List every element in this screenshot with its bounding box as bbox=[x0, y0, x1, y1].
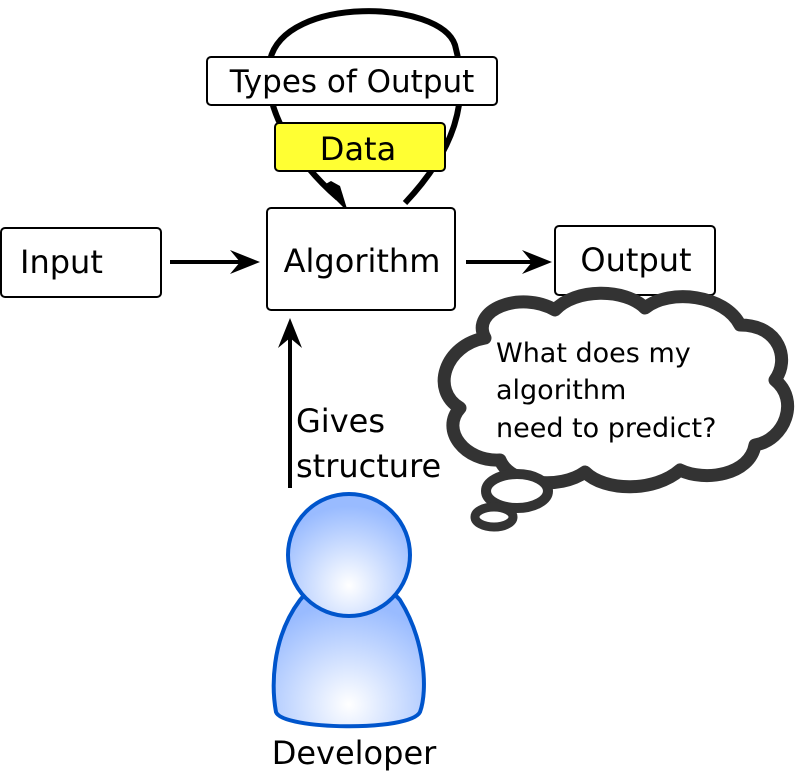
types-of-output-label: Types of Output bbox=[229, 64, 475, 100]
person-icon bbox=[271, 492, 426, 729]
feedback-loop bbox=[265, 8, 464, 212]
output-box: Output bbox=[554, 225, 716, 296]
thought-line3: need to predict? bbox=[496, 413, 716, 444]
developer-to-algorithm-arrow bbox=[278, 318, 302, 488]
data-box: Data bbox=[274, 122, 446, 172]
data-box-bg bbox=[274, 122, 446, 172]
person-head bbox=[286, 492, 412, 618]
thought-line2: algorithm bbox=[496, 375, 626, 406]
algorithm-box: Algorithm bbox=[266, 207, 456, 311]
thought-line1: What does my bbox=[496, 338, 691, 369]
types-of-output-box: Types of Output bbox=[206, 56, 498, 106]
thought-cloud-icon bbox=[437, 286, 795, 532]
algorithm-label: Algorithm bbox=[284, 242, 441, 280]
input-box: Input bbox=[0, 227, 162, 298]
output-label: Output bbox=[580, 241, 691, 279]
gives-structure-label-line2: structure bbox=[296, 447, 441, 485]
data-label: Data bbox=[320, 130, 396, 168]
algorithm-to-output-arrow bbox=[466, 250, 552, 274]
feedback-arrowhead bbox=[322, 181, 348, 212]
input-label: Input bbox=[20, 243, 103, 281]
developer-label: Developer bbox=[272, 734, 437, 772]
input-to-algorithm-arrow bbox=[170, 250, 260, 274]
gives-structure-label-line1: Gives bbox=[296, 402, 385, 440]
